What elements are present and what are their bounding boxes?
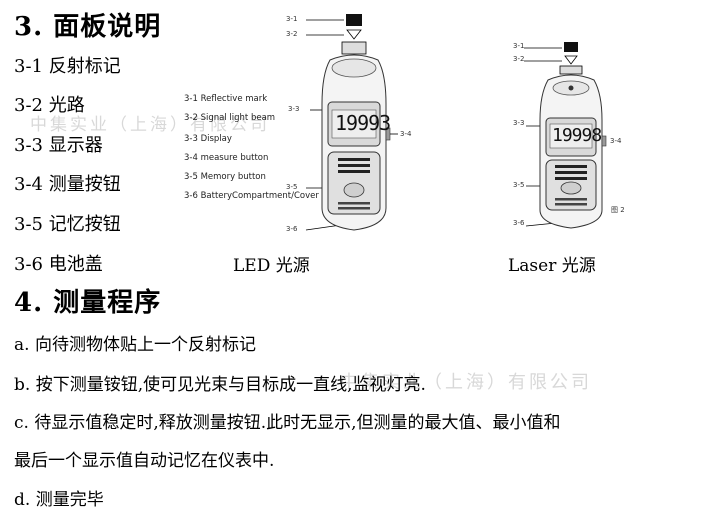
watermark-bottom: 中集实业（上海）有限公司 (340, 372, 592, 393)
section4-title: 4. 测量程序 (14, 288, 162, 318)
item-label: 测量按钮 (48, 174, 121, 195)
item-number: 3-1 (14, 56, 43, 77)
list-item: 3-2 光路 (14, 91, 85, 117)
laser-caption: Laser 光源 (508, 256, 596, 276)
list-item: 3-5 记忆按钮 (14, 210, 121, 236)
item-number: 3-4 (14, 174, 43, 195)
item-label: 光路 (48, 95, 85, 116)
led-tachometer-illustration (305, 14, 398, 231)
led-callout-3-6: 3-6 (286, 225, 298, 233)
led-caption: LED 光源 (233, 256, 310, 276)
laser-callout-3-1: 3-1 (513, 42, 525, 50)
figure-label: 图 2 (611, 206, 625, 214)
item-label: 显示器 (48, 135, 103, 156)
laser-callout-3-2: 3-2 (513, 55, 525, 63)
laser-callout-3-3: 3-3 (513, 119, 525, 127)
procedure-step: d. 测量完毕 (14, 490, 104, 510)
led-callout-3-1: 3-1 (286, 15, 298, 23)
led-callout-3-2: 3-2 (286, 30, 298, 38)
laser-callout-3-6: 3-6 (513, 219, 525, 227)
watermark-top: 中集实业（上海）有限公司 (30, 115, 270, 135)
item-label: 电池盖 (48, 254, 103, 275)
list-item: 3-6 电池盖 (14, 250, 103, 276)
list-item: 3-4 测量按钮 (14, 170, 121, 196)
led-callout-3-4: 3-4 (400, 130, 412, 138)
led-display-readout: 19993 (335, 111, 391, 135)
legend-item: 3-1 Reflective mark (184, 94, 268, 104)
laser-callout-3-4: 3-4 (610, 137, 622, 145)
list-item: 3-1 反射标记 (14, 52, 121, 78)
legend-item: 3-6 BatteryCompartment/Cover (184, 191, 319, 201)
section3-title: 3. 面板说明 (14, 12, 162, 42)
item-number: 3-6 (14, 254, 43, 275)
procedure-step: a. 向待测物体贴上一个反射标记 (14, 335, 256, 355)
laser-callout-3-5: 3-5 (513, 181, 525, 189)
led-callout-3-3: 3-3 (288, 105, 300, 113)
procedure-step-continuation: 最后一个显示值自动记忆在仪表中. (14, 451, 275, 471)
item-label: 记忆按钮 (48, 214, 121, 235)
led-callout-3-5: 3-5 (286, 183, 298, 191)
legend-item: 3-2 Signal light beam (184, 113, 276, 123)
legend-item: 3-4 measure button (184, 153, 269, 163)
laser-tachometer-illustration (524, 42, 607, 229)
item-number: 3-2 (14, 95, 43, 116)
procedure-step: b. 按下测量铵钮,使可见光束与目标成一直线,监视灯亮. (14, 375, 426, 395)
item-number: 3-3 (14, 135, 43, 156)
item-label: 反射标记 (48, 56, 121, 77)
laser-display-readout: 19998 (552, 125, 602, 146)
item-number: 3-5 (14, 214, 43, 235)
list-item: 3-3 显示器 (14, 131, 103, 157)
procedure-step: c. 待显示值稳定时,释放测量按钮.此时无显示,但测量的最大值、最小值和 (14, 413, 561, 433)
legend-item: 3-3 Display (184, 134, 232, 144)
legend-item: 3-5 Memory button (184, 172, 266, 182)
